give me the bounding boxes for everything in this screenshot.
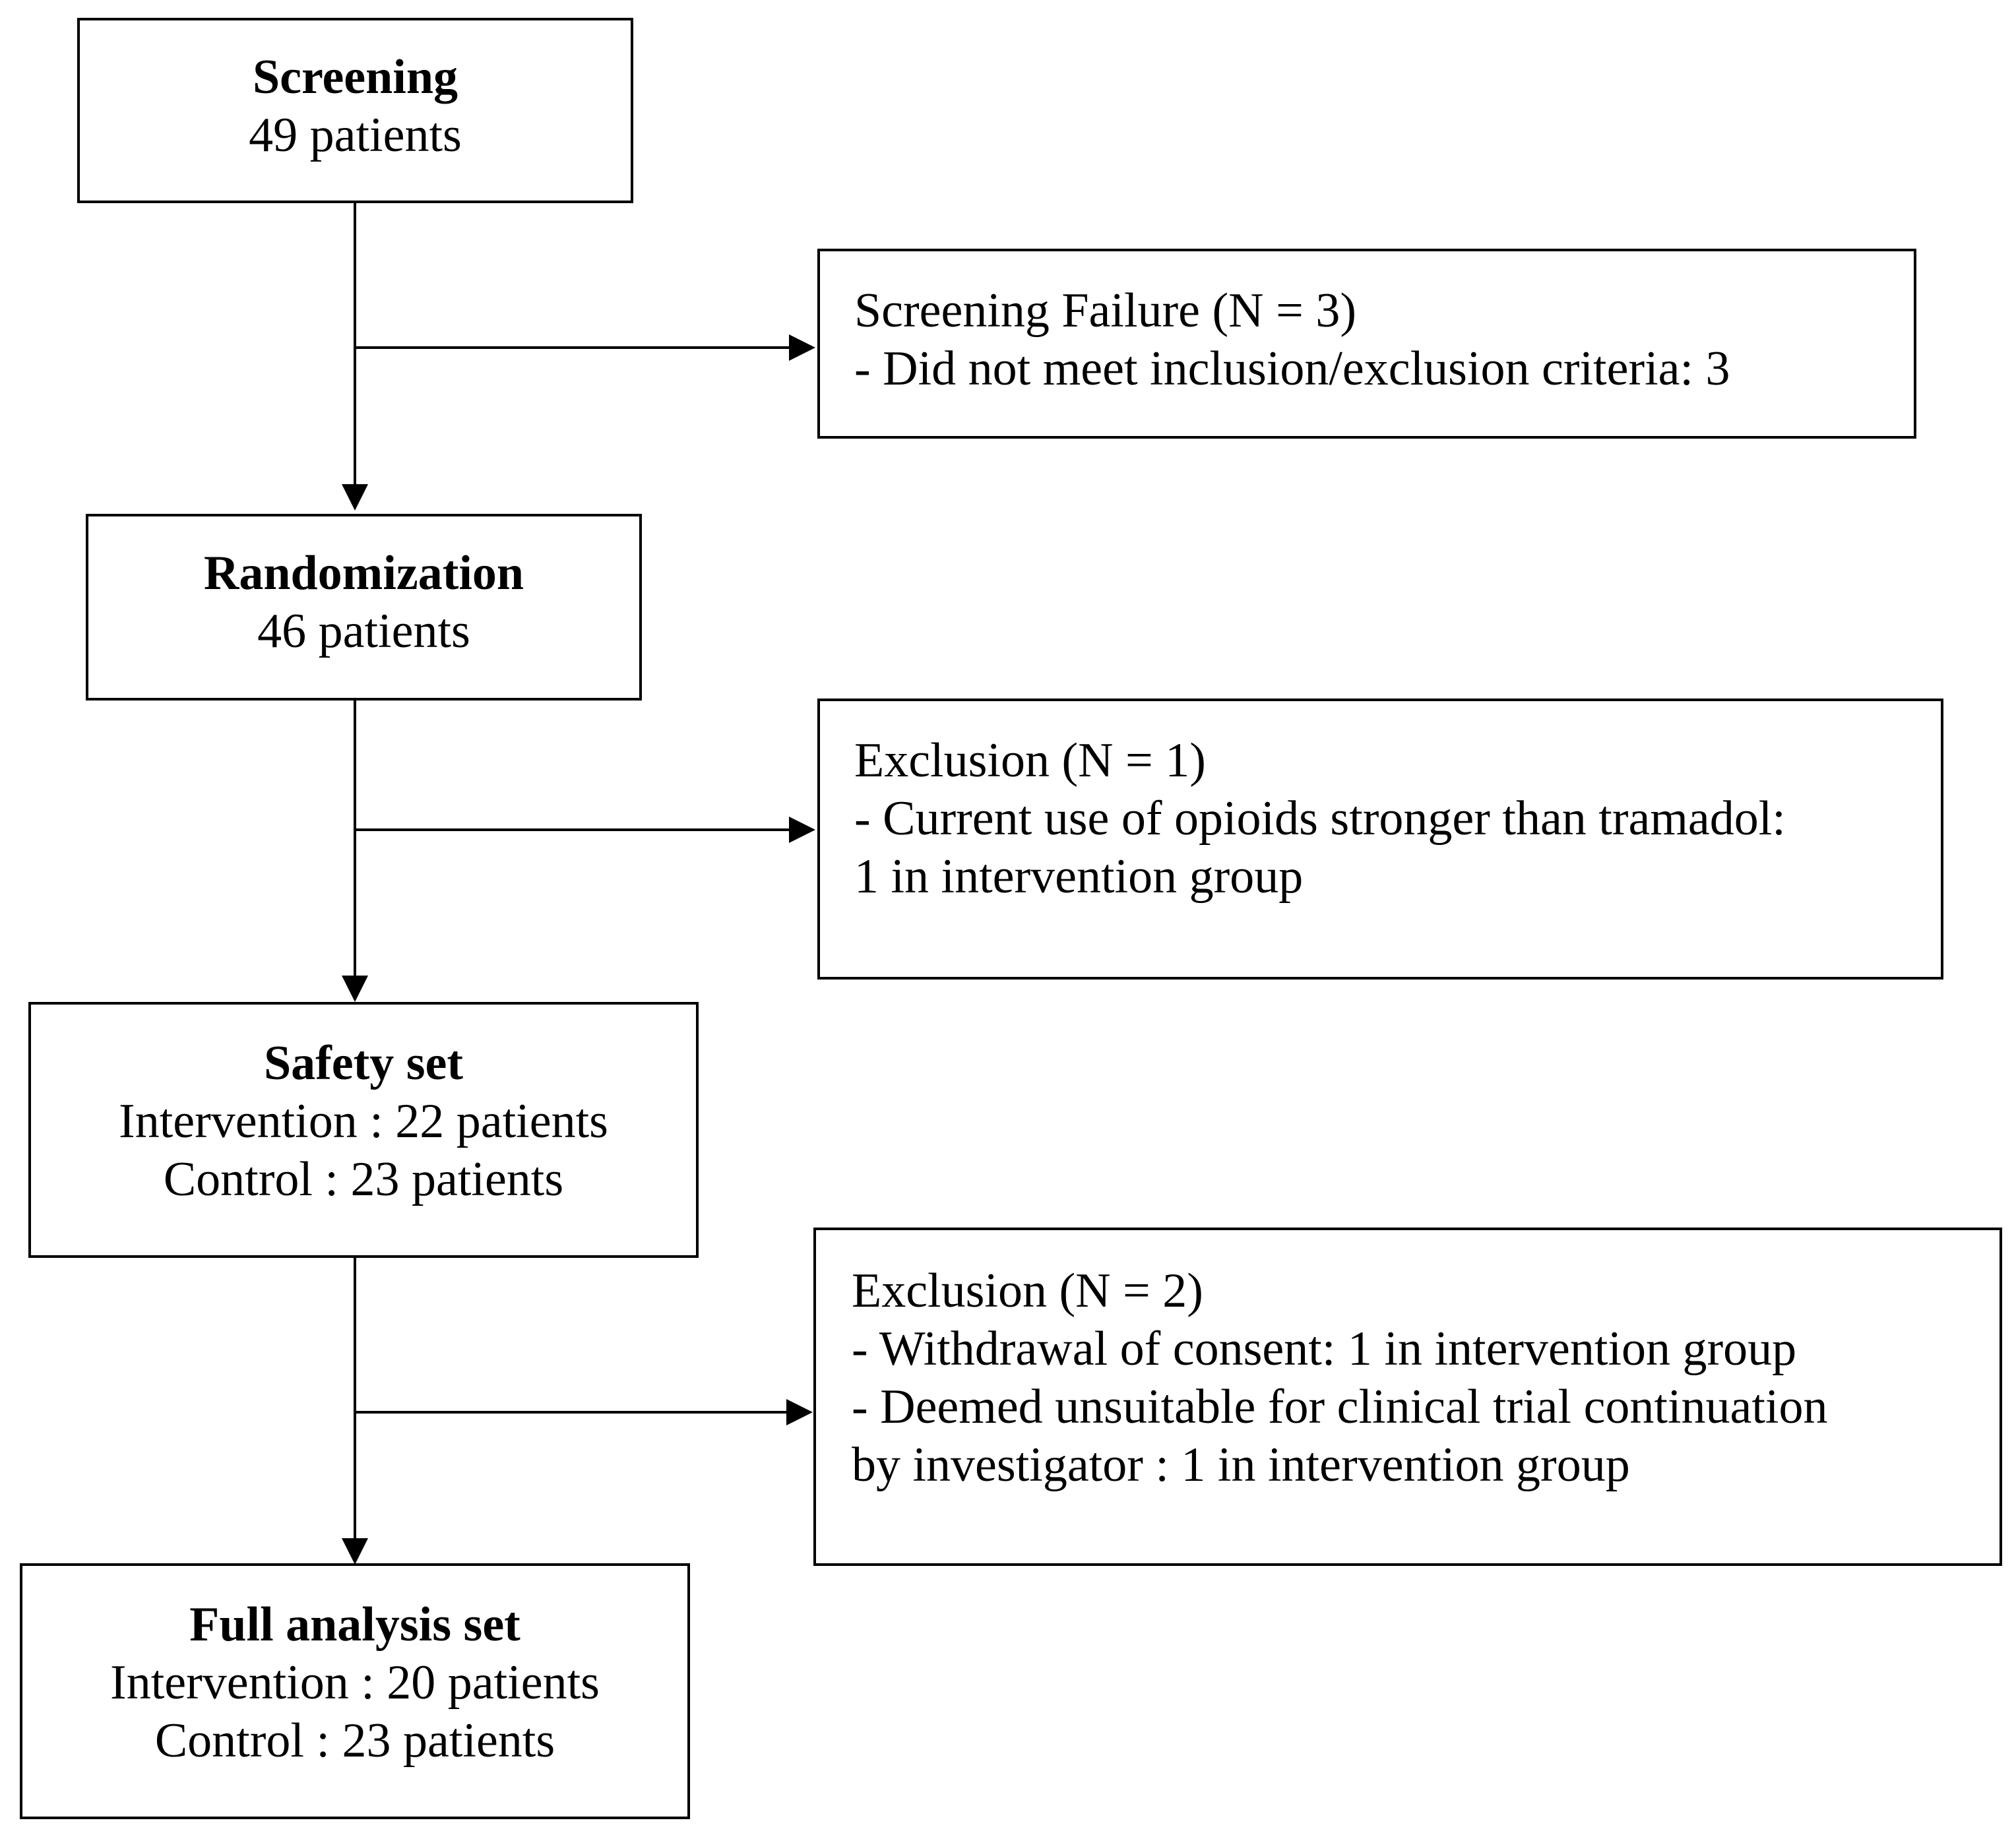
exclusion-2-reason-2-cont: by investigator : 1 in intervention grou… [852, 1438, 1630, 1492]
exclusion-1-box: Exclusion (N = 1) - Current use of opioi… [817, 699, 1943, 980]
screening-count: 49 patients [249, 108, 462, 162]
safety-set-control: Control : 23 patients [163, 1152, 564, 1206]
exclusion-2-reason-1: - Withdrawal of consent: 1 in interventi… [852, 1322, 1797, 1376]
randomization-count: 46 patients [257, 604, 470, 658]
screening-failure-heading: Screening Failure (N = 3) [854, 284, 1356, 338]
screening-title: Screening [252, 50, 458, 104]
full-analysis-set-title: Full analysis set [189, 1598, 520, 1652]
randomization-title: Randomization [203, 546, 524, 600]
full-analysis-set-box: Full analysis set Intervention : 20 pati… [20, 1563, 690, 1819]
full-analysis-set-intervention: Intervention : 20 patients [110, 1656, 600, 1710]
screening-box: Screening 49 patients [77, 18, 633, 203]
safety-set-intervention: Intervention : 22 patients [119, 1094, 608, 1148]
safety-set-title: Safety set [263, 1036, 464, 1090]
exclusion-2-reason-2: - Deemed unsuitable for clinical trial c… [852, 1380, 1828, 1434]
exclusion-1-detail: 1 in intervention group [854, 850, 1304, 904]
exclusion-2-box: Exclusion (N = 2) - Withdrawal of consen… [813, 1228, 2002, 1566]
screening-failure-reason: - Did not meet inclusion/exclusion crite… [854, 342, 1730, 396]
exclusion-1-reason: - Current use of opioids stronger than t… [854, 792, 1786, 846]
randomization-box: Randomization 46 patients [86, 514, 642, 701]
exclusion-2-heading: Exclusion (N = 2) [852, 1264, 1203, 1318]
exclusion-1-heading: Exclusion (N = 1) [854, 733, 1206, 788]
screening-failure-box: Screening Failure (N = 3)- Did not meet … [817, 249, 1916, 439]
full-analysis-set-control: Control : 23 patients [154, 1714, 555, 1768]
safety-set-box: Safety set Intervention : 22 patients Co… [28, 1002, 699, 1258]
